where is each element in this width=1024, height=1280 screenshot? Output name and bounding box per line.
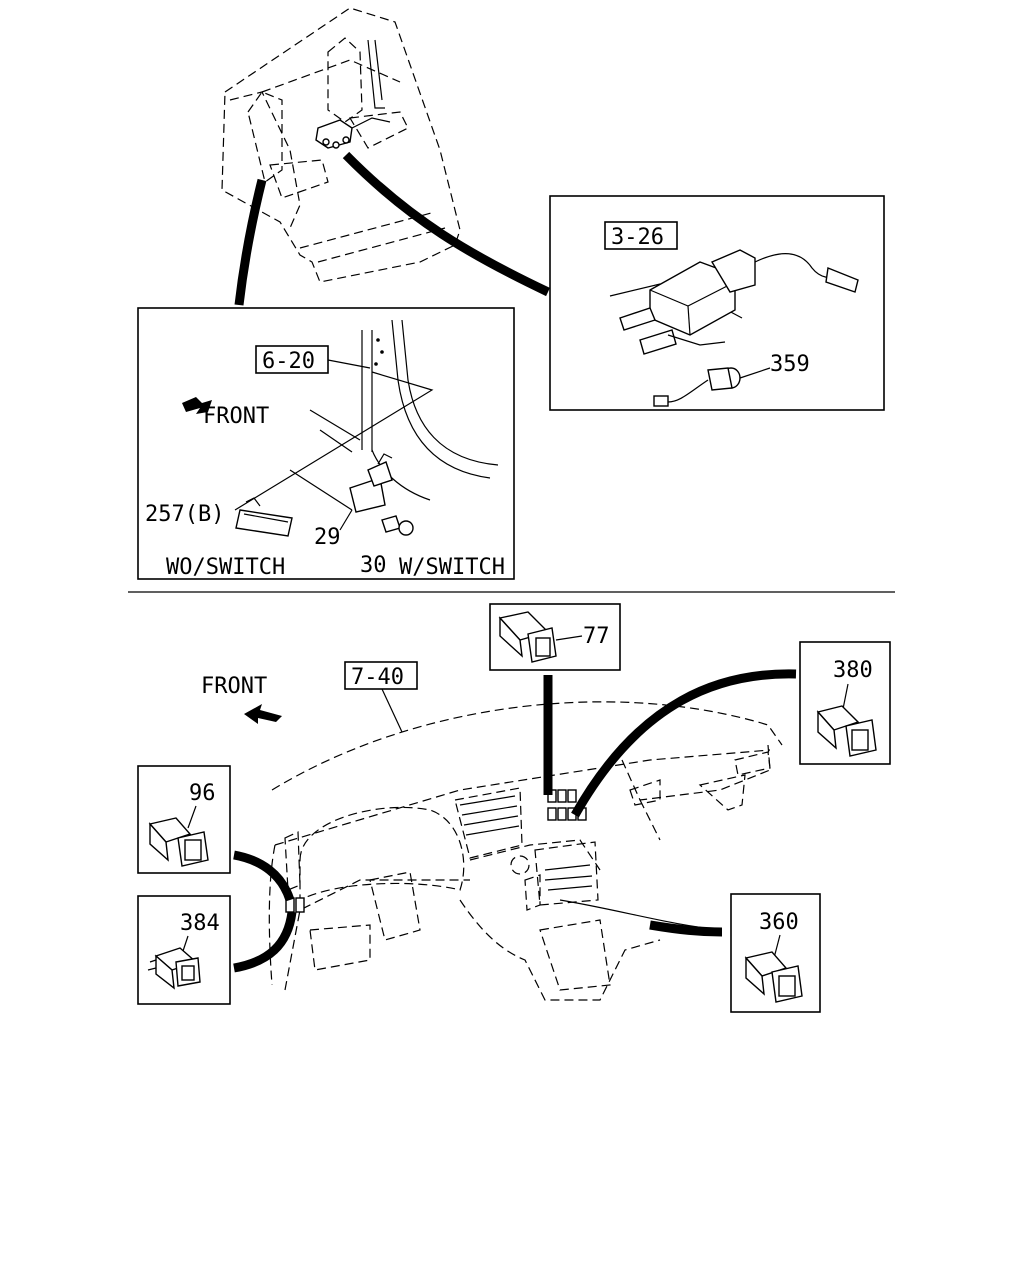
front-label-lower: FRONT [201, 674, 267, 699]
switch-384-drawing [147, 947, 201, 990]
label-29: 29 [314, 525, 341, 550]
front-label-upper: FRONT [203, 404, 269, 429]
label-380: 380 [833, 658, 873, 683]
switch-360-drawing [744, 951, 803, 1003]
door-switch-detail-box [137, 307, 515, 580]
callout-box-3-26 [604, 221, 678, 250]
part-360-box [730, 893, 821, 1013]
label-360: 360 [759, 910, 799, 935]
switch-77-drawing [498, 611, 557, 663]
label-30: 30 [360, 553, 387, 578]
label-359: 359 [770, 352, 810, 377]
part-77-box [489, 603, 621, 671]
callout-3-26: 3-26 [611, 225, 664, 250]
callout-box-7-40 [344, 661, 418, 690]
label-96: 96 [189, 781, 216, 806]
leader-to-96 [233, 850, 295, 902]
part-96-box [137, 765, 231, 874]
leader-29 [339, 509, 353, 531]
ignition-detail-box [549, 195, 885, 411]
callout-box-6-20 [255, 345, 329, 374]
leader-to-384 [233, 911, 297, 973]
part-384-box [137, 895, 231, 1005]
instrument-panel-drawing [268, 701, 783, 1001]
part-380-box [799, 641, 891, 765]
leader-to-upper-left-box [234, 178, 267, 306]
switch-96-drawing [148, 817, 209, 867]
leader-to-upper-right-box [342, 151, 550, 297]
door-pillar-drawing [234, 319, 499, 537]
leader-to-380 [571, 669, 797, 818]
switch-380-drawing [816, 705, 877, 757]
front-arrow-lower [244, 704, 282, 724]
leader-to-360 [559, 899, 723, 931]
leader-7-40 [381, 688, 403, 733]
label-257b: 257(B) [145, 502, 224, 527]
label-384: 384 [180, 911, 220, 936]
ignition-assembly-sketch [315, 117, 391, 149]
callout-6-20: 6-20 [262, 349, 315, 374]
callout-7-40: 7-40 [351, 665, 404, 690]
label-wo-switch: WO/SWITCH [166, 555, 285, 580]
ignition-cylinder-drawing [609, 249, 859, 407]
front-arrow-upper [182, 397, 212, 414]
label-77: 77 [583, 624, 610, 649]
label-w-switch: W/SWITCH [399, 555, 505, 580]
leader-359 [739, 367, 771, 379]
